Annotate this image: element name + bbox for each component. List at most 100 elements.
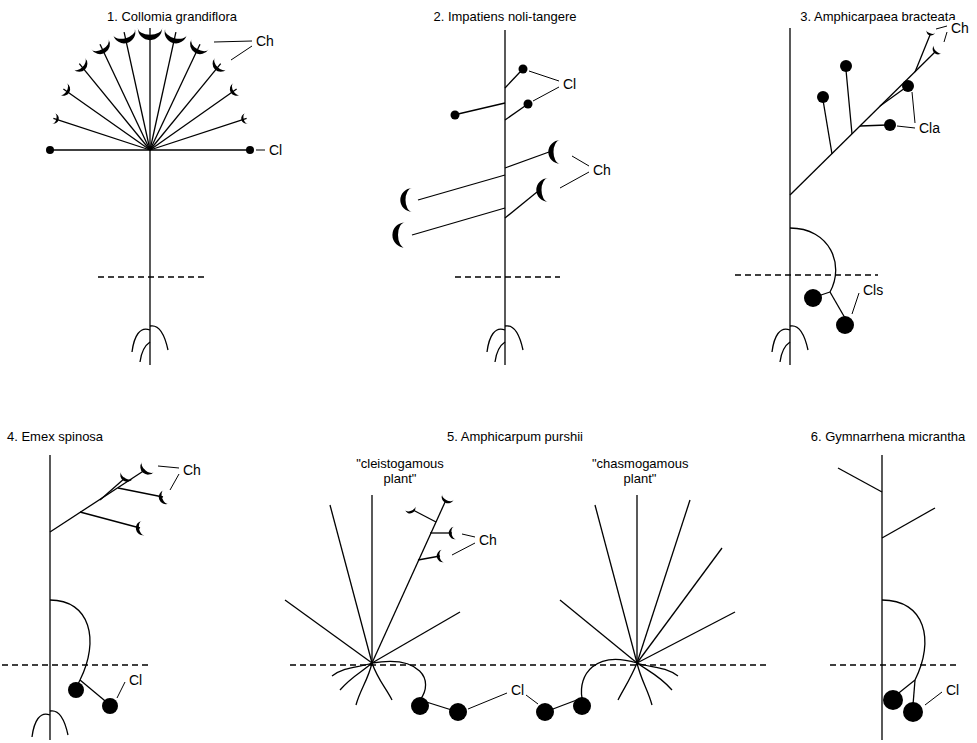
stem-line (830, 292, 845, 318)
stem-line (572, 156, 589, 166)
stem-line (149, 28, 150, 150)
stem-line (455, 276, 560, 277)
stem-line (560, 172, 589, 188)
stem-line (735, 274, 878, 275)
flower-dot (411, 697, 429, 715)
stem-line (98, 276, 205, 277)
stem-line (231, 46, 252, 60)
stem-line (468, 693, 507, 709)
stem-line (637, 500, 690, 663)
stem-line (637, 548, 722, 663)
flower-crescent (74, 58, 91, 75)
flower-crescent (400, 188, 412, 211)
stem-line (823, 100, 832, 154)
stem-line (372, 612, 460, 663)
flower-label: Ch (255, 33, 275, 49)
flowers-3 (804, 29, 942, 334)
stem-line (897, 126, 915, 128)
flowers-5 (405, 494, 591, 721)
flower-dot (836, 316, 854, 334)
stem-line (533, 87, 559, 101)
stem-line (170, 474, 179, 490)
stem-line (882, 508, 935, 538)
stem-line (526, 695, 538, 704)
stem-line (150, 89, 237, 150)
flower-crescent (227, 83, 240, 98)
flower-dot (804, 289, 822, 307)
flower-dot (817, 91, 829, 103)
stem-line (505, 152, 549, 168)
stem-line (150, 149, 250, 150)
organ-outline (581, 659, 637, 698)
stem-line (505, 192, 537, 218)
flower-label: Ch (592, 162, 612, 178)
flower-crescent (60, 83, 73, 98)
flowers-1 (46, 28, 254, 154)
flower-crescent (118, 472, 133, 485)
stem-line (881, 455, 882, 740)
flower-label: Cl (945, 682, 960, 698)
stem-line (860, 125, 887, 126)
flower-dot (46, 146, 54, 154)
plant-3 (735, 26, 947, 365)
flower-dot (68, 682, 84, 698)
stem-line (150, 118, 247, 150)
flower-crescent (52, 113, 60, 125)
stem-line (50, 149, 150, 150)
stem-line (462, 534, 475, 537)
flower-crescent (209, 58, 226, 75)
organ-outline (772, 326, 808, 362)
stem-line (790, 52, 935, 195)
stem-line (505, 106, 525, 120)
flower-label: Ch (182, 462, 202, 478)
flower-crescent (548, 140, 560, 163)
flower-dot (449, 703, 467, 721)
stem-line (529, 71, 559, 81)
stem-line (838, 468, 882, 492)
flower-crescent (405, 506, 417, 515)
flower-label: Ch (950, 20, 970, 36)
stem-line (158, 466, 179, 468)
stem-line (595, 505, 637, 663)
stem-line (452, 543, 475, 555)
organ-outline (882, 600, 925, 680)
organ-outline (487, 326, 523, 362)
stem-line (53, 118, 150, 150)
stem-line (2, 664, 150, 665)
flower-label: Cl (128, 672, 143, 688)
stem-line (852, 293, 859, 314)
stem-line (913, 680, 915, 705)
stem-line (117, 682, 125, 698)
flower-crescent (930, 45, 941, 56)
organ-outline (50, 600, 90, 680)
stem-line (637, 612, 735, 663)
flower-crescent (157, 490, 169, 506)
flower-label: Cls (862, 282, 884, 298)
panel-title: 4. Emex spinosa (6, 430, 104, 445)
flower-dot (884, 119, 896, 131)
stem-line (560, 600, 637, 663)
stem-line (49, 455, 50, 740)
flower-dot (524, 100, 533, 109)
flower-dot (573, 697, 591, 715)
flower-crescent (925, 29, 935, 36)
plant-4 (2, 455, 179, 740)
stem-line (944, 32, 947, 42)
flower-crescent (113, 29, 138, 46)
stem-line (150, 64, 221, 150)
stem-line (80, 512, 140, 528)
stem-line (458, 103, 505, 114)
plant-type-label: "chasmogamous plant" (591, 457, 689, 487)
organ-outline (132, 326, 168, 362)
stem-line (418, 556, 440, 560)
flower-crescent (536, 178, 548, 201)
stem-line (371, 495, 372, 663)
flower-crescent (240, 113, 248, 125)
flower-dot (536, 703, 554, 721)
stem-line (214, 41, 252, 42)
organ-outline (372, 661, 426, 700)
organ-outline (790, 228, 836, 292)
panel-title: 6. Gymnarrhena micrantha (810, 430, 967, 445)
